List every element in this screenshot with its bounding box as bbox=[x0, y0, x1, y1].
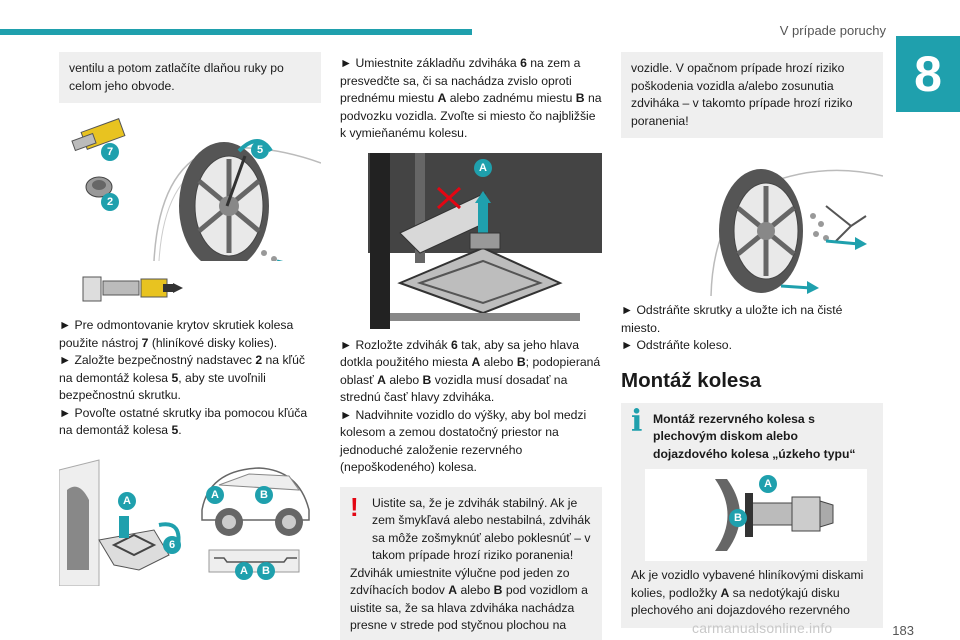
callout-closeup-a: A bbox=[474, 158, 492, 177]
step-text: ► Povoľte ostatné skrutky iba pomocou kľ… bbox=[59, 405, 308, 438]
callout-cap-2: 2 bbox=[101, 193, 119, 211]
wheel-bolt-figure: 7 2 5 bbox=[59, 111, 321, 261]
ref-letter: A bbox=[437, 91, 447, 105]
callout-washer-a: A bbox=[759, 475, 777, 493]
wheel-bolt-illustration bbox=[71, 118, 321, 261]
step-text: alebo bbox=[389, 372, 420, 387]
jack-closeup-figure: A bbox=[340, 152, 602, 329]
ref-number: 5 bbox=[171, 370, 179, 385]
step-text: . bbox=[178, 423, 182, 437]
callout-car-a: A bbox=[206, 485, 224, 504]
step-text: na podvozku vozidla. Zvoľte si miesto čo… bbox=[340, 91, 602, 140]
steps-block: ► Pre odmontovanie krytov skrutiek koles… bbox=[59, 317, 321, 440]
chapter-tab: 8 bbox=[896, 36, 960, 112]
step-text: ► Pre odmontovanie krytov skrutiek koles… bbox=[59, 318, 294, 350]
wheel-removal-illustration bbox=[710, 169, 883, 296]
step-text: tak, aby sa jeho hlava dotkla použitého … bbox=[340, 337, 580, 370]
warning-text: Uistite sa, že je zdvihák stabilný. Ak j… bbox=[372, 495, 591, 563]
ref-letter: A bbox=[377, 372, 386, 387]
warning-text: alebo bbox=[460, 583, 491, 597]
ref-number: 6 bbox=[520, 56, 527, 70]
step-text: alebo zadnému miestu bbox=[449, 91, 573, 105]
warning-box: ! Uistite sa, že je zdvihák stabilný. Ak… bbox=[340, 486, 602, 640]
warning-text: Zdvihák umiestnite výlučne pod jeden zo … bbox=[350, 565, 570, 598]
ref-letter: B bbox=[575, 91, 585, 105]
step-text: (hliníkové disky kolies). bbox=[151, 335, 278, 350]
step-text: na kľúč na demontáž kolesa bbox=[59, 353, 305, 385]
section-heading: Montáž kolesa bbox=[621, 368, 762, 392]
callout-sill-b: B bbox=[257, 561, 275, 580]
step-text: na zem a presvedčte sa, či sa nachádza z… bbox=[340, 56, 581, 105]
ref-letter: A bbox=[448, 583, 458, 597]
step-text: ► Založte bezpečnostný nadstavec bbox=[59, 353, 252, 367]
jack-car-illustration bbox=[59, 458, 310, 586]
warning-icon: ! bbox=[350, 491, 359, 522]
bolt-cap-figure bbox=[59, 265, 321, 311]
info-text-part: Ak je vozidlo vybavené hliníkovými diska… bbox=[631, 568, 864, 600]
wheel-removal-figure bbox=[621, 146, 883, 296]
step-text: ► Umiestnite základňu zdviháka bbox=[340, 56, 517, 70]
page-number: 183 bbox=[892, 623, 914, 638]
step-text: alebo bbox=[483, 355, 514, 369]
column-1: ventilu a potom zatlačíte dlaňou ruky po… bbox=[59, 52, 321, 586]
info-title: Montáž rezervného kolesa s plechovým dis… bbox=[653, 411, 856, 461]
ref-number: 2 bbox=[255, 353, 263, 367]
ref-letter: A bbox=[471, 355, 481, 369]
info-text: Ak je vozidlo vybavené hliníkovými diska… bbox=[631, 567, 873, 620]
callout-jack-6: 6 bbox=[163, 535, 181, 554]
washer-figure: A B bbox=[645, 469, 867, 561]
jack-car-figure: A 6 A B A B bbox=[59, 450, 321, 586]
ref-letter: B bbox=[493, 583, 503, 597]
ref-number: 7 bbox=[141, 335, 149, 350]
jack-closeup-illustration bbox=[340, 152, 602, 329]
ref-number: 5 bbox=[171, 423, 179, 437]
warning-text-2: Zdvihák umiestnite výlučne pod jeden zo … bbox=[350, 566, 588, 633]
callout-sill-a: A bbox=[235, 561, 253, 580]
callout-wrench-5: 5 bbox=[251, 141, 269, 159]
callout-tool-7: 7 bbox=[101, 143, 119, 161]
column-2: ► Umiestnite základňu zdviháka 6 na zem … bbox=[340, 52, 602, 640]
ref-letter: B bbox=[516, 355, 526, 369]
warning-continued-box: vozidle. V opačnom prípade hrozí riziko … bbox=[621, 52, 883, 138]
callout-jack-a: A bbox=[118, 491, 136, 510]
ref-letter: B bbox=[422, 372, 432, 387]
step-extend-jack: ► Rozložte zdvihák 6 tak, aby sa jeho hl… bbox=[340, 337, 602, 477]
intro-text: ventilu a potom zatlačíte dlaňou ruky po… bbox=[69, 61, 284, 93]
info-icon: i bbox=[631, 403, 643, 439]
step-text: ► Odstráňte skrutky a uložte ich na čist… bbox=[621, 303, 843, 335]
step-text: ► Rozložte zdvihák bbox=[340, 337, 448, 352]
section-title: V prípade poruchy bbox=[779, 23, 886, 38]
callout-car-b: B bbox=[255, 485, 273, 504]
column-3: vozidle. V opačnom prípade hrozí riziko … bbox=[621, 52, 883, 628]
step-text: ► Odstráňte koleso. bbox=[621, 338, 732, 352]
ref-letter: A bbox=[720, 585, 730, 600]
info-text-part: sa nedotýkajú disku plechového ani dojaz… bbox=[631, 585, 850, 618]
warning-text: pod vozidlom a uistite sa, že sa hlava z… bbox=[350, 583, 588, 632]
bolt-cap-illustration bbox=[82, 276, 183, 302]
ref-number: 6 bbox=[450, 337, 458, 352]
warning-continued-text: vozidle. V opačnom prípade hrozí riziko … bbox=[631, 61, 853, 128]
step-text: vozidla musí dosadať na strednú časť hla… bbox=[340, 372, 568, 405]
intro-box: ventilu a potom zatlačíte dlaňou ruky po… bbox=[59, 52, 321, 103]
washer-illustration bbox=[715, 479, 834, 551]
callout-washer-b: B bbox=[729, 509, 747, 527]
step-place-jack: ► Umiestnite základňu zdviháka 6 na zem … bbox=[340, 52, 602, 143]
info-box: i Montáž rezervného kolesa s plechovým d… bbox=[621, 402, 883, 628]
step-text: ; podopieraná oblasť bbox=[340, 355, 601, 387]
step-text: , aby ste uvoľnili bezpečnostnú skrutku. bbox=[59, 370, 266, 403]
watermark: carmanualsonline.info bbox=[692, 620, 833, 636]
removal-steps: ► Odstráňte skrutky a uložte ich na čist… bbox=[621, 302, 883, 355]
header-accent-bar bbox=[0, 29, 472, 35]
step-text: ► Nadvihnite vozidlo do výšky, aby bol m… bbox=[340, 407, 587, 475]
